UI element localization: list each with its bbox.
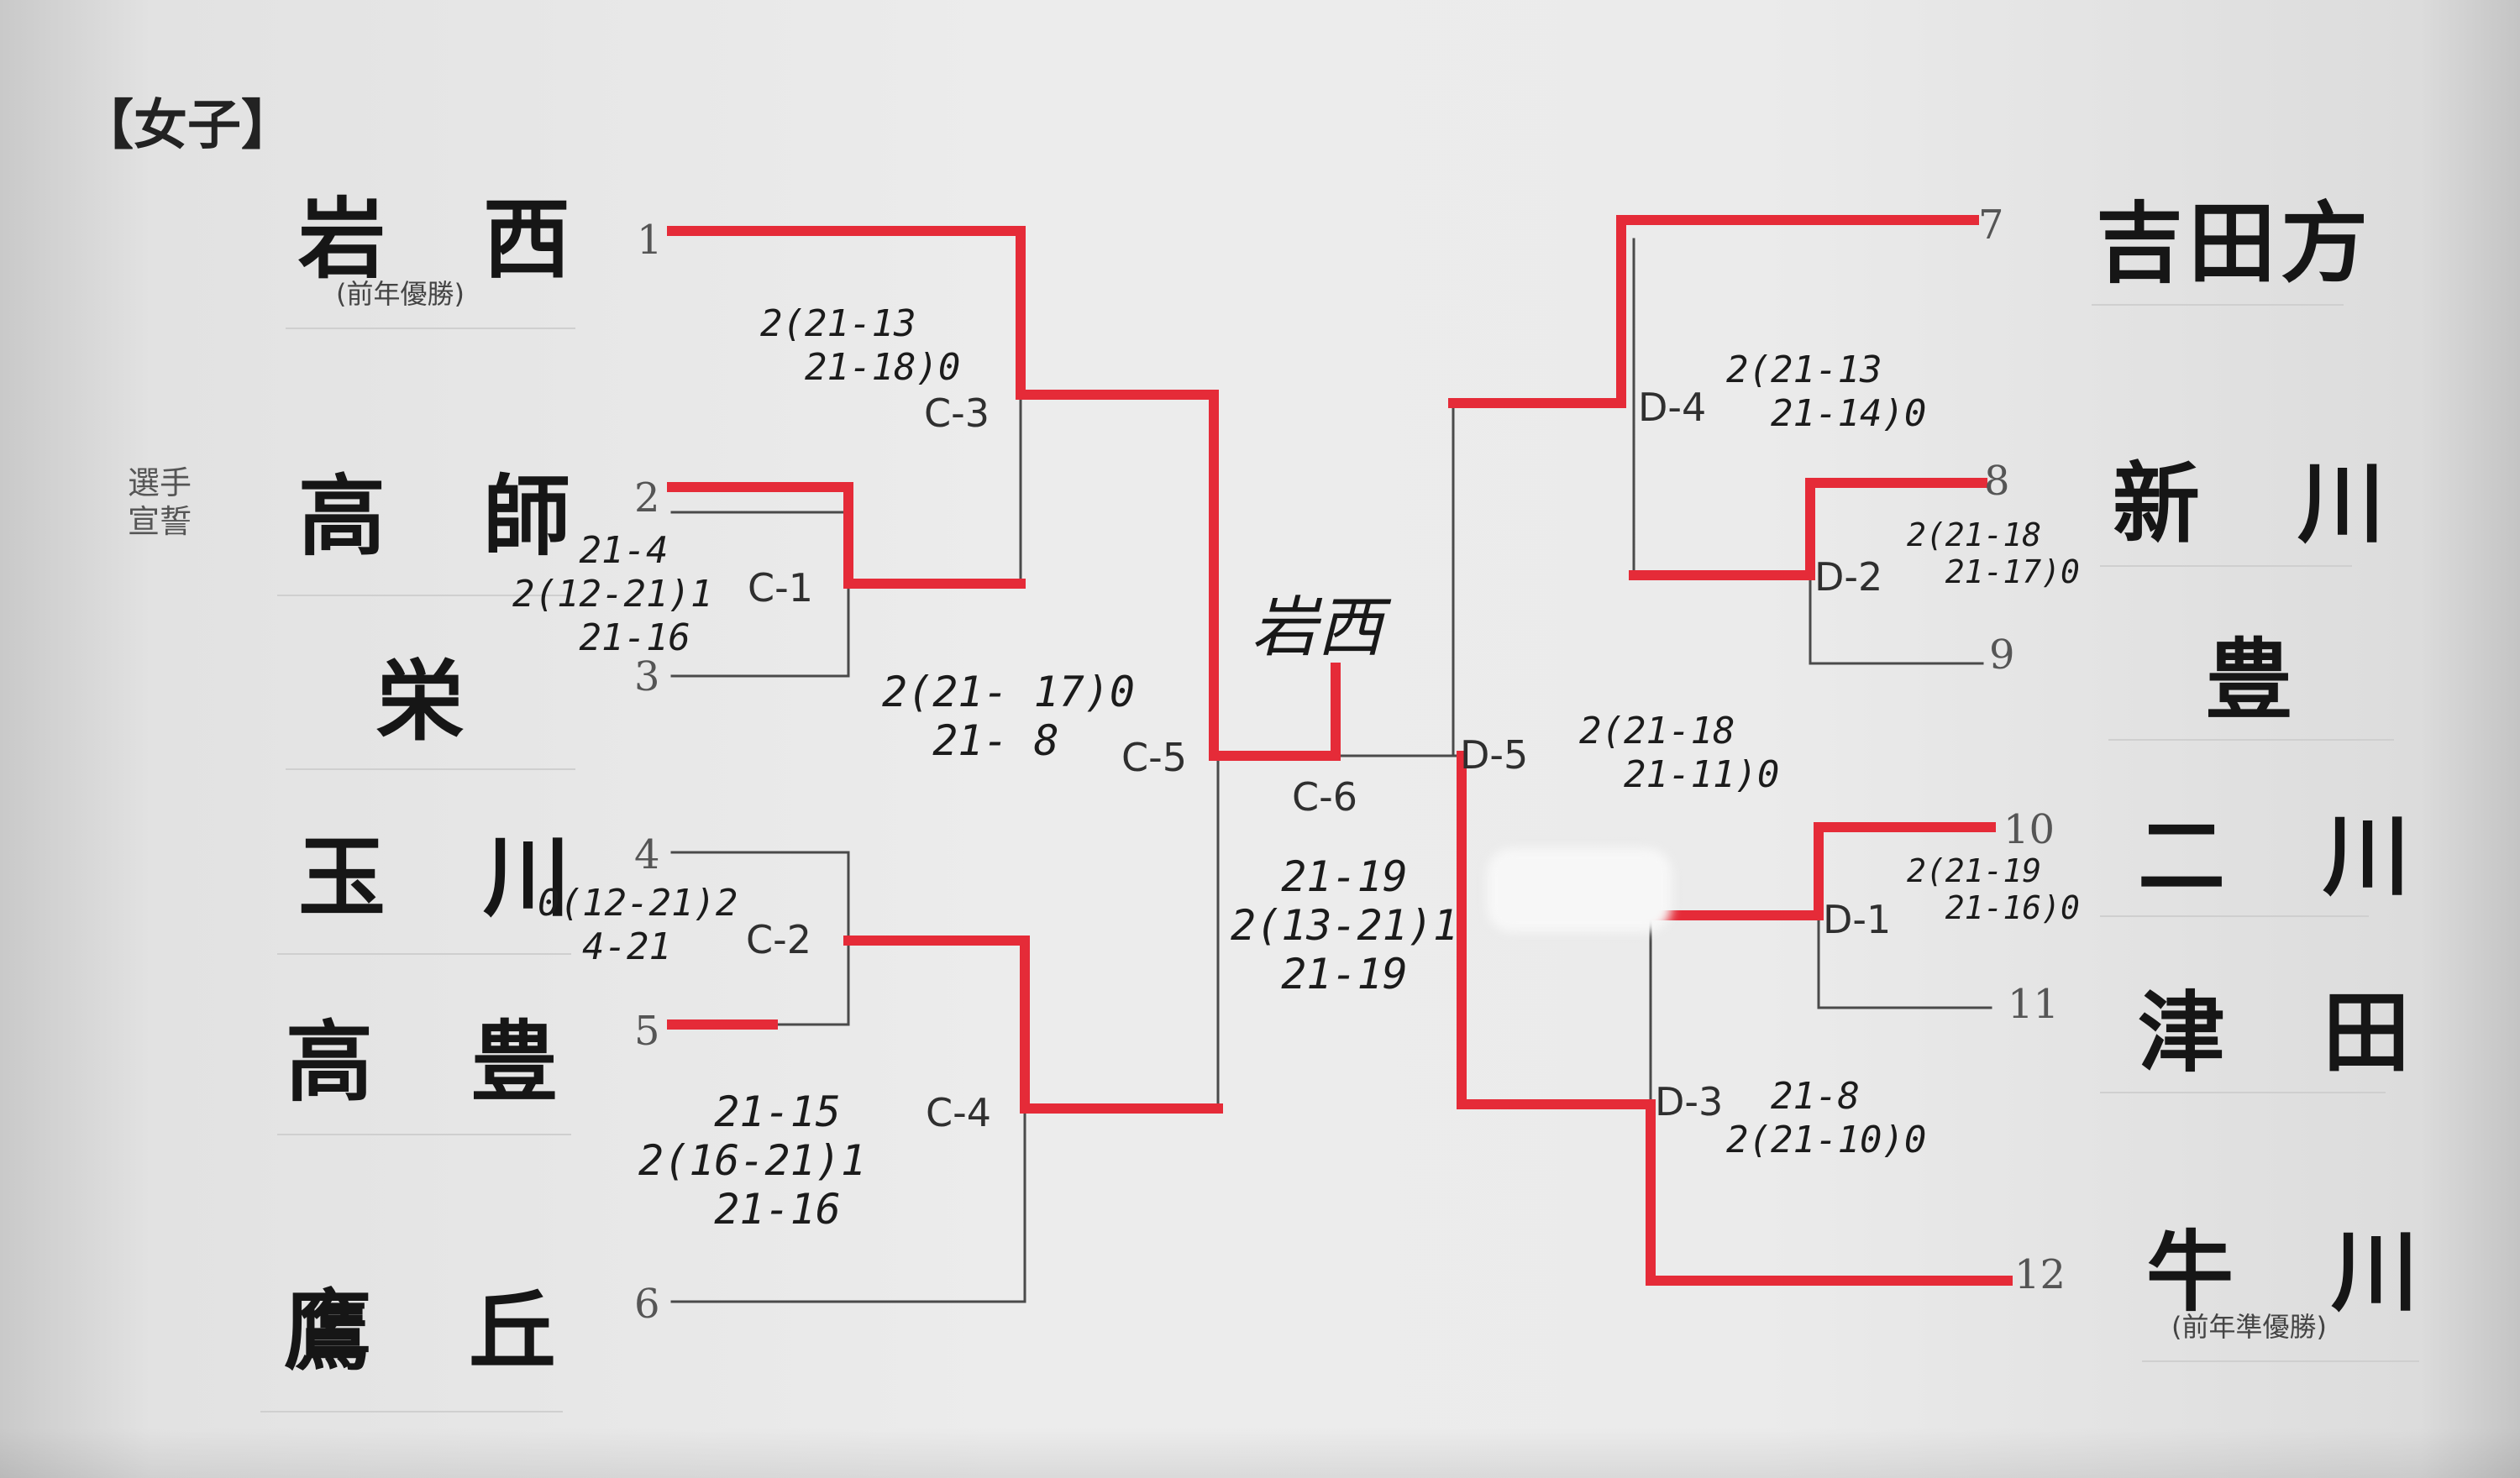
slot-number: 7	[1978, 202, 2004, 249]
champion-handwritten: 岩西	[1252, 590, 1383, 666]
match-label-c1: C-1	[748, 565, 813, 611]
match-label-d5: D-5	[1460, 732, 1529, 778]
rule	[277, 1134, 571, 1135]
slot-number: 1	[637, 217, 663, 264]
slot-number: 4	[634, 831, 660, 878]
match-label-d3: D-3	[1655, 1079, 1724, 1124]
rule	[2142, 1360, 2419, 1362]
slot-number: 2	[634, 474, 660, 521]
team-tsuda: 津 田	[2138, 982, 2416, 1084]
rule	[2100, 565, 2352, 567]
rule	[277, 953, 571, 955]
score-d1: 2(21-19 21-16)0	[1907, 852, 2080, 926]
rule	[2100, 1092, 2386, 1093]
score-c1: 21-4 2(12-21)1 21-16	[512, 529, 713, 659]
team-sakae: 栄	[376, 650, 470, 752]
team-shinkawa: 新 川	[2113, 453, 2391, 555]
slot-number: 3	[634, 653, 660, 700]
slot-number: 10	[2003, 806, 2055, 853]
match-label-d1: D-1	[1823, 897, 1892, 942]
score-d4: 2(21-13 21-14)0	[1726, 349, 1927, 435]
winner-path	[667, 215, 2013, 1286]
rule	[286, 328, 575, 329]
team-iwanishi-note: (前年優勝)	[336, 278, 465, 310]
score-d3: 21-8 2(21-10)0	[1726, 1075, 1927, 1161]
slot-number: 9	[1989, 632, 2015, 679]
team-takatoyo: 高 豊	[286, 1011, 564, 1114]
rule	[2108, 739, 2394, 741]
match-label-c2: C-2	[746, 917, 811, 962]
rule	[286, 768, 575, 770]
score-c5: 2(21- 17)0 21- 8	[882, 668, 1136, 765]
score-c3: 2(21-13 21-18)0	[760, 302, 961, 389]
team-ushikawa: 牛 川	[2146, 1221, 2424, 1323]
team-yutaka: 豊	[2205, 629, 2298, 731]
slot-number: 11	[2008, 981, 2060, 1028]
score-c4: 21-15 2(16-21)1 21-16	[638, 1088, 866, 1234]
team-tamagawa: 玉 川	[298, 826, 576, 929]
slot-number: 8	[1984, 458, 2010, 505]
match-label-c6: C-6	[1292, 774, 1357, 820]
slot-number: 6	[634, 1281, 660, 1328]
oath-label: 選手 宣誓	[128, 464, 192, 540]
team-yoshidakata: 吉田方	[2096, 192, 2374, 295]
team-ushikawa-note: (前年準優勝)	[2171, 1311, 2327, 1343]
match-label-d4: D-4	[1638, 385, 1707, 430]
score-c2: 0(12-21)2 4-21	[538, 882, 738, 968]
team-iwanishi: 岩 西	[298, 188, 576, 291]
rule	[277, 595, 571, 596]
match-label-c3: C-3	[924, 390, 990, 436]
team-takashi: 高 師	[298, 465, 576, 568]
team-nikawa: 二 川	[2138, 805, 2416, 908]
match-label-c5: C-5	[1121, 735, 1187, 780]
score-d5: 2(21-18 21-11)0	[1579, 710, 1780, 796]
rule	[2100, 915, 2369, 917]
team-takaoka: 鷹 丘	[284, 1280, 562, 1382]
slot-number: 12	[2014, 1251, 2066, 1298]
score-c6: 21-19 2(13-21)1 21-19	[1231, 852, 1458, 998]
correction-smudge	[1487, 848, 1672, 932]
page-title: 【女子】	[80, 95, 295, 157]
match-label-c4: C-4	[926, 1090, 991, 1135]
rule	[260, 1411, 563, 1412]
slot-number: 5	[634, 1008, 660, 1055]
rule	[2092, 304, 2344, 306]
match-label-d2: D-2	[1814, 554, 1883, 600]
score-d2: 2(21-18 21-17)0	[1907, 516, 2080, 590]
